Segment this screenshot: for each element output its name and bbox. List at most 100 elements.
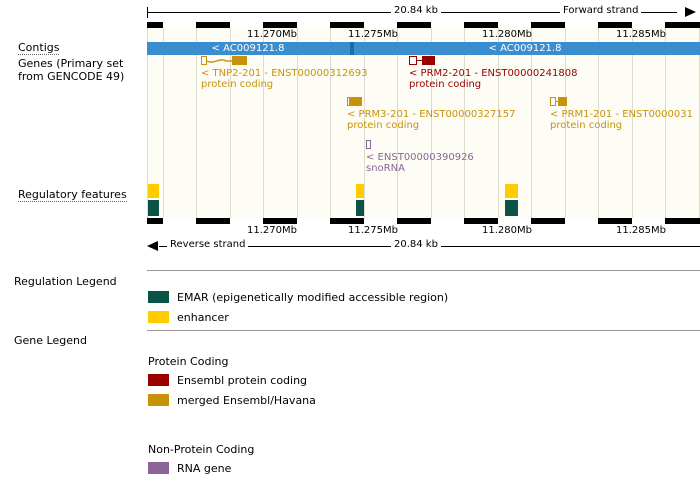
ruler-segment bbox=[163, 218, 196, 224]
gridline bbox=[565, 28, 566, 222]
intron-line bbox=[556, 101, 558, 102]
gridline bbox=[297, 28, 298, 222]
contig-name: < AC009121.8 bbox=[488, 43, 562, 54]
ruler-segment bbox=[163, 22, 196, 28]
ruler-segment bbox=[632, 22, 665, 28]
gridline bbox=[598, 28, 599, 222]
legend-label-emar: EMAR (epigenetically modified accessible… bbox=[177, 291, 449, 304]
contig-name: < AC009121.8 bbox=[211, 43, 285, 54]
exon-noncoding bbox=[366, 140, 371, 149]
gridline bbox=[665, 28, 666, 222]
exon-utr bbox=[201, 56, 207, 65]
legend-swatch-rna-gene bbox=[148, 462, 169, 474]
gridline bbox=[364, 28, 365, 222]
ruler-segment bbox=[632, 218, 665, 224]
bottom-ruler[interactable] bbox=[147, 218, 700, 224]
gridline bbox=[196, 28, 197, 222]
gene-glyph-enst00000390926[interactable] bbox=[366, 140, 371, 150]
ruler-segment bbox=[364, 218, 397, 224]
track-label-genes-line1[interactable]: Genes (Primary set bbox=[18, 57, 124, 70]
gene-biotype-prm1-201: protein coding bbox=[550, 120, 623, 131]
tick-label: 11.280Mb bbox=[482, 225, 532, 236]
gridline bbox=[147, 28, 148, 222]
tick-label: 11.285Mb bbox=[616, 29, 666, 40]
track-label-regulatory-features[interactable]: Regulatory features bbox=[18, 188, 127, 202]
gene-name-prm2-201[interactable]: < PRM2-201 - ENST00000241808 bbox=[409, 68, 578, 79]
exon-utr bbox=[409, 56, 417, 65]
tick-label: 11.270Mb bbox=[247, 29, 297, 40]
tick-label: 11.275Mb bbox=[348, 225, 398, 236]
track-label-genes-line2[interactable]: from GENCODE 49) bbox=[18, 70, 125, 83]
ruler-segment bbox=[498, 22, 531, 28]
tick-label: 11.280Mb bbox=[482, 29, 532, 40]
legend-swatch-emar bbox=[148, 291, 169, 303]
gridline bbox=[632, 28, 633, 222]
exon-cds bbox=[558, 97, 567, 106]
legend-label-rna-gene: RNA gene bbox=[177, 462, 232, 475]
gene-glyph-prm2-201[interactable] bbox=[409, 56, 437, 66]
gene-glyph-tnp2-201[interactable] bbox=[201, 56, 247, 66]
gridline bbox=[230, 28, 231, 222]
top-tick-labels: 11.270Mb 11.275Mb 11.280Mb 11.285Mb bbox=[147, 29, 700, 43]
regulatory-feature-emar[interactable] bbox=[505, 200, 518, 216]
reverse-strand-arrow-icon bbox=[147, 241, 158, 251]
ruler-segment bbox=[565, 22, 598, 28]
regulatory-feature-enhancer[interactable] bbox=[356, 184, 364, 198]
regulation-legend-title: Regulation Legend bbox=[14, 275, 117, 288]
bottom-scalebar: Reverse strand 20.84 kb bbox=[147, 239, 700, 255]
gridline bbox=[431, 28, 432, 222]
reverse-strand-label: Reverse strand bbox=[167, 239, 249, 250]
gridline bbox=[464, 28, 465, 222]
gene-name-tnp2-201[interactable]: < TNP2-201 - ENST00000312693 bbox=[201, 68, 368, 79]
ruler-segment bbox=[230, 22, 263, 28]
regulation-legend-divider bbox=[147, 270, 700, 271]
gene-biotype-enst00000390926: snoRNA bbox=[366, 163, 405, 174]
legend-swatch-merged-ensembl-havana bbox=[148, 394, 169, 406]
gene-biotype-tnp2-201: protein coding bbox=[201, 79, 274, 90]
track-label-contigs[interactable]: Contigs bbox=[18, 41, 60, 55]
scalebar-length-label: 20.84 kb bbox=[391, 5, 441, 16]
regulatory-feature-enhancer[interactable] bbox=[505, 184, 518, 198]
legend-swatch-enhancer bbox=[148, 311, 169, 323]
exon-utr bbox=[347, 97, 350, 106]
gene-name-enst00000390926[interactable]: < ENST00000390926 bbox=[366, 152, 474, 163]
gridline bbox=[263, 28, 264, 222]
ruler-segment bbox=[431, 218, 464, 224]
top-scalebar: 20.84 kb Forward strand bbox=[147, 5, 700, 21]
ruler-segment bbox=[230, 218, 263, 224]
gridline bbox=[498, 28, 499, 222]
contig-track: < AC009121.8 < AC009121.8 bbox=[147, 42, 700, 55]
exon-cds bbox=[232, 56, 247, 65]
tick-label: 11.270Mb bbox=[247, 225, 297, 236]
contig-divider bbox=[350, 42, 354, 55]
top-ruler[interactable] bbox=[147, 22, 700, 28]
gene-legend-heading-non-protein-coding: Non-Protein Coding bbox=[148, 443, 255, 456]
tick-label: 11.275Mb bbox=[348, 29, 398, 40]
contig-bar[interactable] bbox=[147, 42, 700, 55]
regulatory-feature-emar[interactable] bbox=[148, 200, 159, 216]
legend-swatch-ensembl-protein-coding bbox=[148, 374, 169, 386]
gene-glyph-prm3-201[interactable] bbox=[347, 97, 363, 107]
forward-strand-arrow-icon bbox=[685, 7, 696, 17]
intron-line bbox=[417, 60, 422, 61]
gene-name-prm1-201[interactable]: < PRM1-201 - ENST0000031 bbox=[550, 109, 693, 120]
ruler-segment bbox=[431, 22, 464, 28]
gene-row-2: < PRM3-201 - ENST00000327157 protein cod… bbox=[147, 97, 700, 131]
scalebar-length-label: 20.84 kb bbox=[391, 239, 441, 250]
gene-glyph-prm1-201[interactable] bbox=[550, 97, 567, 107]
gridline bbox=[163, 28, 164, 222]
ruler-segment bbox=[498, 218, 531, 224]
ruler-segment bbox=[297, 218, 330, 224]
gene-name-prm3-201[interactable]: < PRM3-201 - ENST00000327157 bbox=[347, 109, 516, 120]
regulatory-features-track bbox=[147, 184, 700, 218]
bottom-tick-labels: 11.270Mb 11.275Mb 11.280Mb 11.285Mb bbox=[147, 225, 700, 239]
legend-label-enhancer: enhancer bbox=[177, 311, 229, 324]
forward-strand-label: Forward strand bbox=[560, 5, 642, 16]
legend-label-ensembl-protein-coding: Ensembl protein coding bbox=[177, 374, 308, 387]
regulatory-feature-emar[interactable] bbox=[356, 200, 364, 216]
legend-label-merged-ensembl-havana: merged Ensembl/Havana bbox=[177, 394, 316, 407]
gridline bbox=[397, 28, 398, 222]
regulatory-feature-enhancer[interactable] bbox=[148, 184, 159, 198]
intron-line bbox=[207, 59, 233, 63]
